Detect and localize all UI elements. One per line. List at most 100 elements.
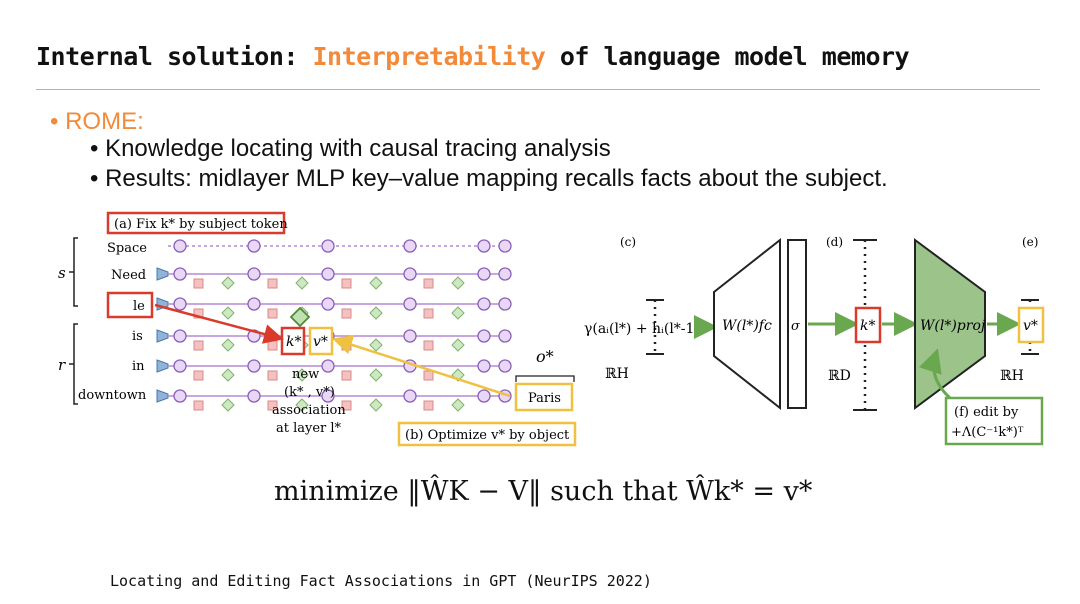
- hidden-state-node: [321, 239, 335, 253]
- mlp-block: [369, 306, 383, 320]
- k-star-label-2: k*: [860, 318, 875, 334]
- output-node: [498, 329, 512, 343]
- output-node: [498, 267, 512, 281]
- attention-block: [423, 278, 434, 289]
- hidden-state-node: [477, 239, 491, 253]
- rh-left-label: ℝH: [605, 366, 629, 382]
- edit-line-1: (f) edit by: [954, 405, 1019, 420]
- token-space: Space: [107, 241, 147, 256]
- attention-block: [267, 400, 278, 411]
- hidden-state-node: [477, 329, 491, 343]
- box-b: [397, 421, 577, 447]
- citation: Locating and Editing Fact Associations i…: [110, 572, 652, 590]
- hidden-state-node: [173, 267, 187, 281]
- bullet-rome: • ROME:: [50, 108, 144, 135]
- attention-block: [267, 340, 278, 351]
- v-star-box-2: [1017, 306, 1045, 344]
- mlp-block: [221, 276, 235, 290]
- brace-s-label: s: [58, 264, 66, 282]
- hidden-state-node: [173, 239, 187, 253]
- attention-block: [267, 278, 278, 289]
- attention-block: [193, 370, 204, 381]
- panel-c-label: (c): [620, 235, 636, 249]
- mlp-block: [369, 398, 383, 412]
- sub-bullet-2: • Results: midlayer MLP key–value mappin…: [90, 165, 888, 192]
- input-embedding-icon: [156, 267, 169, 281]
- token-in: in: [132, 359, 145, 374]
- bullet-rome-label: ROME:: [65, 108, 144, 135]
- box-b-label: (b) Optimize v* by object: [405, 428, 570, 443]
- assoc-line-1: new: [292, 367, 319, 382]
- hidden-state-node: [173, 329, 187, 343]
- mlp-block: [369, 276, 383, 290]
- attention-block: [267, 370, 278, 381]
- w-fc-label: W(l*)fc: [722, 318, 772, 334]
- sub-bullet-2-text: Results: midlayer MLP key–value mapping …: [105, 165, 888, 192]
- attention-block: [341, 370, 352, 381]
- sub-bullet-1-text: Knowledge locating with causal tracing a…: [105, 135, 611, 162]
- title-divider: [36, 89, 1040, 90]
- mlp-block: [295, 398, 309, 412]
- hidden-state-node: [247, 297, 261, 311]
- mlp-block: [369, 368, 383, 382]
- w-fc-block: [713, 237, 781, 411]
- input-embedding-icon: [156, 359, 169, 373]
- hidden-state-node: [321, 389, 335, 403]
- attention-block: [423, 370, 434, 381]
- hidden-state-node: [403, 239, 417, 253]
- hidden-state-node: [403, 389, 417, 403]
- box-a: [106, 211, 286, 235]
- v-star-label-2: v*: [1023, 318, 1038, 334]
- hidden-state-node: [173, 359, 187, 373]
- hidden-state-node: [403, 329, 417, 343]
- paris-label: Paris: [528, 391, 561, 406]
- attention-block: [423, 340, 434, 351]
- edit-box: [944, 396, 1044, 446]
- mlp-block: [451, 276, 465, 290]
- hidden-state-node: [173, 297, 187, 311]
- hidden-state-node: [247, 267, 261, 281]
- input-embedding-icon: [156, 329, 169, 343]
- mlp-block: [451, 306, 465, 320]
- sigma-label: σ: [791, 319, 801, 334]
- edit-arrow: [918, 348, 952, 400]
- attention-block: [193, 400, 204, 411]
- attention-block: [341, 400, 352, 411]
- hidden-state-node: [477, 297, 491, 311]
- critical-mlp-block: [289, 306, 311, 328]
- slide-title: Internal solution: Interpretability of l…: [36, 42, 910, 71]
- output-node: [498, 297, 512, 311]
- mlp-block: [295, 276, 309, 290]
- hidden-state-node: [403, 297, 417, 311]
- hidden-state-node: [247, 359, 261, 373]
- hidden-state-node: [477, 359, 491, 373]
- token-downtown: downtown: [78, 388, 147, 403]
- title-highlight: Interpretability: [312, 42, 546, 71]
- sigma-block: [787, 239, 807, 409]
- gamma-label: γ(aᵢ(l*) + hᵢ(l*-1)): [584, 321, 705, 337]
- v-star-label: v*: [313, 334, 328, 350]
- rh-right-label: ℝH: [1000, 368, 1024, 384]
- hidden-state-node: [247, 239, 261, 253]
- token-le: le: [133, 299, 145, 314]
- assoc-line-4: at layer l*: [276, 421, 342, 436]
- mlp-block: [221, 338, 235, 352]
- brace-r-label: r: [58, 356, 66, 374]
- k-star-label: k*: [286, 334, 301, 350]
- output-node: [498, 239, 512, 253]
- object-label: o*: [536, 347, 554, 366]
- title-prefix: Internal solution:: [36, 42, 313, 71]
- attention-block: [341, 278, 352, 289]
- brace-r: [69, 323, 78, 405]
- attention-block: [423, 400, 434, 411]
- hidden-state-node: [321, 359, 335, 373]
- attention-block: [267, 308, 278, 319]
- token-need: Need: [111, 268, 146, 283]
- hidden-state-node: [321, 267, 335, 281]
- rd-label: ℝD: [828, 368, 851, 384]
- box-a-label: (a) Fix k* by subject token: [114, 217, 288, 232]
- assoc-line-2: (k* , v*): [284, 385, 335, 400]
- hidden-state-node: [477, 389, 491, 403]
- mlp-block: [221, 368, 235, 382]
